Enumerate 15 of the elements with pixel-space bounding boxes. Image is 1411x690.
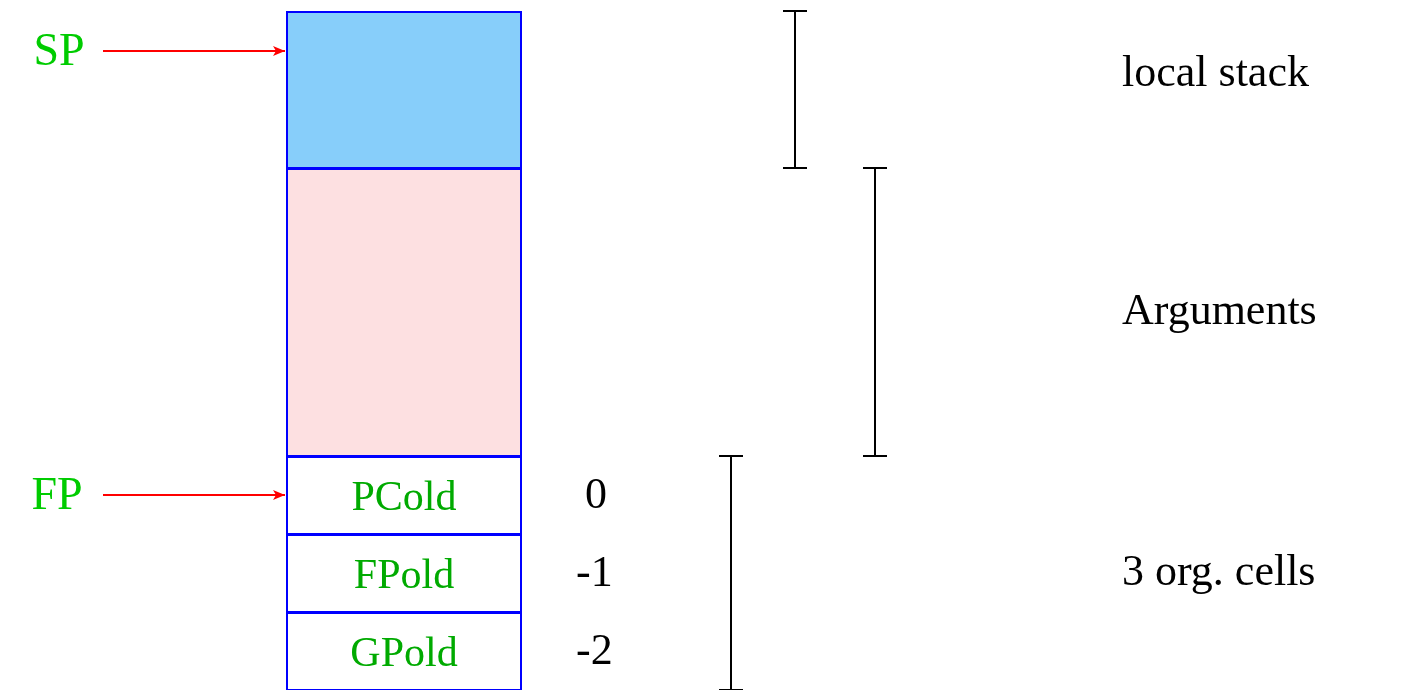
pointer-label: SP (18, 22, 100, 76)
offset-number: -2 (576, 628, 613, 672)
offset-number: -1 (576, 550, 613, 594)
bracket-label: local stack (1122, 50, 1309, 94)
arrow (102, 490, 286, 500)
stack-cell: GPold (286, 612, 522, 690)
offset-number: 0 (585, 472, 607, 516)
arrow (102, 46, 286, 56)
bracket-label: Arguments (1122, 288, 1317, 332)
stack-cell (286, 11, 522, 169)
stack-cell: FPold (286, 534, 522, 613)
stack-cell: PCold (286, 456, 522, 535)
stack-cell (286, 168, 522, 457)
bracket-label: 3 org. cells (1122, 549, 1316, 593)
pointer-label: FP (14, 466, 100, 520)
